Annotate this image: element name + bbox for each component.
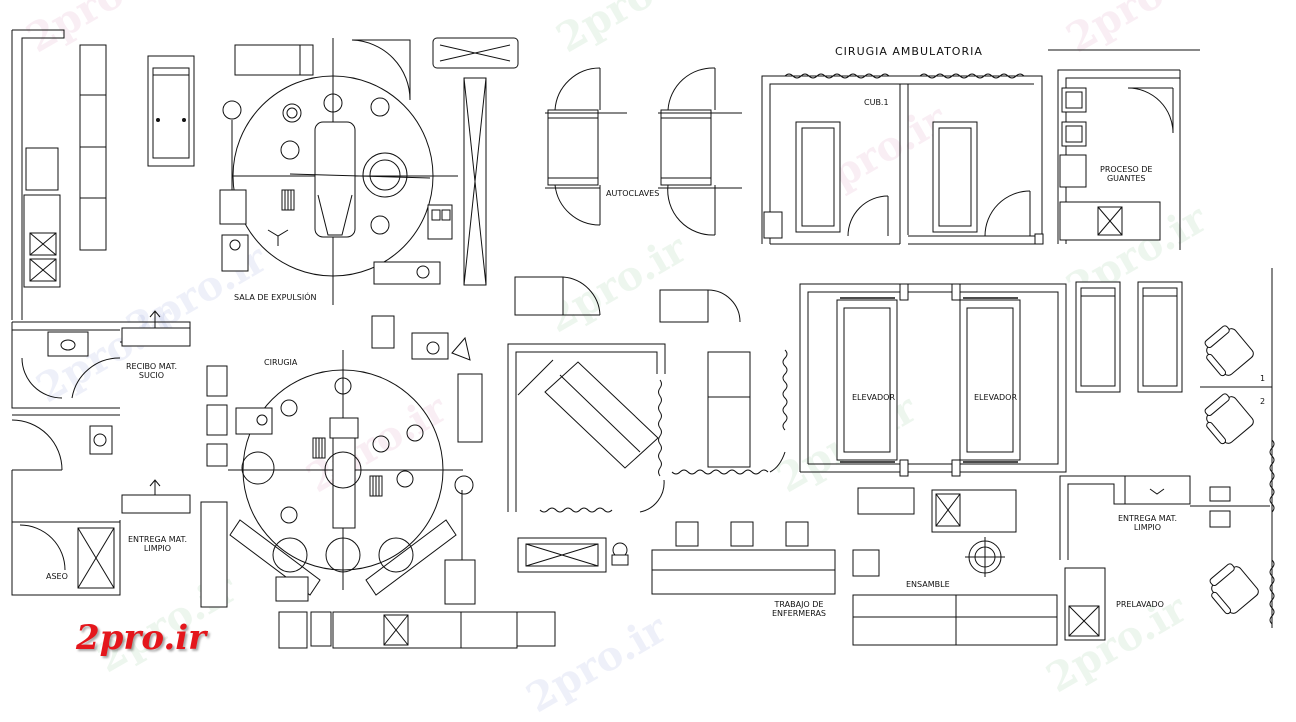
- recibo-line1: RECIBO MAT.: [126, 362, 177, 371]
- entrega-right-line1: ENTREGA MAT.: [1118, 514, 1177, 523]
- cub1-label: CUB.1: [864, 98, 889, 107]
- sala-expulsion-label: SALA DE EXPULSIÓN: [234, 293, 317, 302]
- trabajo-line1: TRABAJO DE: [774, 600, 824, 609]
- floor-plan-drawing: [11, 29, 1275, 649]
- left-wing: [11, 29, 191, 596]
- entrega-mat-limpio-label: ENTREGA MAT. LIMPIO: [128, 535, 187, 553]
- entrega-right-line2: LIMPIO: [1133, 523, 1162, 532]
- recibo-mat-sucio-label: RECIBO MAT. SUCIO: [126, 362, 177, 380]
- operating-room: [200, 315, 556, 649]
- elevador-2-label: ELEVADOR: [974, 393, 1018, 402]
- elevador-1-label: ELEVADOR: [852, 393, 896, 402]
- assembly-area: [852, 487, 1058, 646]
- proceso-guantes-line1: PROCESO DE: [1100, 165, 1153, 174]
- trabajo-line2: ENFERMERAS: [772, 609, 826, 618]
- ambulatory-surgery: [761, 73, 1044, 245]
- entrega-line2: LIMPIO: [143, 544, 172, 553]
- chair-number-2: 2: [1260, 397, 1266, 406]
- site-logo: 2pro.ir: [76, 618, 207, 658]
- autoclaves-label: AUTOCLAVES: [606, 189, 660, 198]
- aseo-label: ASEO: [46, 572, 68, 581]
- trabajo-enfermeras-label: TRABAJO DE ENFERMERAS: [772, 600, 826, 618]
- elevator-block: [799, 283, 1067, 477]
- proceso-guantes-line2: GUANTES: [1106, 174, 1146, 183]
- proceso-guantes-label: PROCESO DE GUANTES: [1100, 165, 1152, 183]
- entrega-mat-limpio-right-label: ENTREGA MAT. LIMPIO: [1118, 514, 1177, 532]
- chair-number-1: 1: [1260, 374, 1266, 383]
- ensamble-label: ENSAMBLE: [906, 580, 950, 589]
- cirugia-ambulatoria-title: CIRUGIA AMBULATORIA: [835, 45, 983, 58]
- glove-processing: [1048, 49, 1200, 250]
- autoclaves-area: [545, 67, 742, 236]
- prelavado-label: PRELAVADO: [1116, 600, 1164, 609]
- cirugia-label: CIRUGIA: [264, 358, 298, 367]
- central-corridor: [507, 276, 836, 595]
- right-wing: [1059, 268, 1275, 641]
- delivery-room: [147, 37, 519, 305]
- entrega-line1: ENTREGA MAT.: [128, 535, 187, 544]
- recibo-line2: SUCIO: [138, 371, 165, 380]
